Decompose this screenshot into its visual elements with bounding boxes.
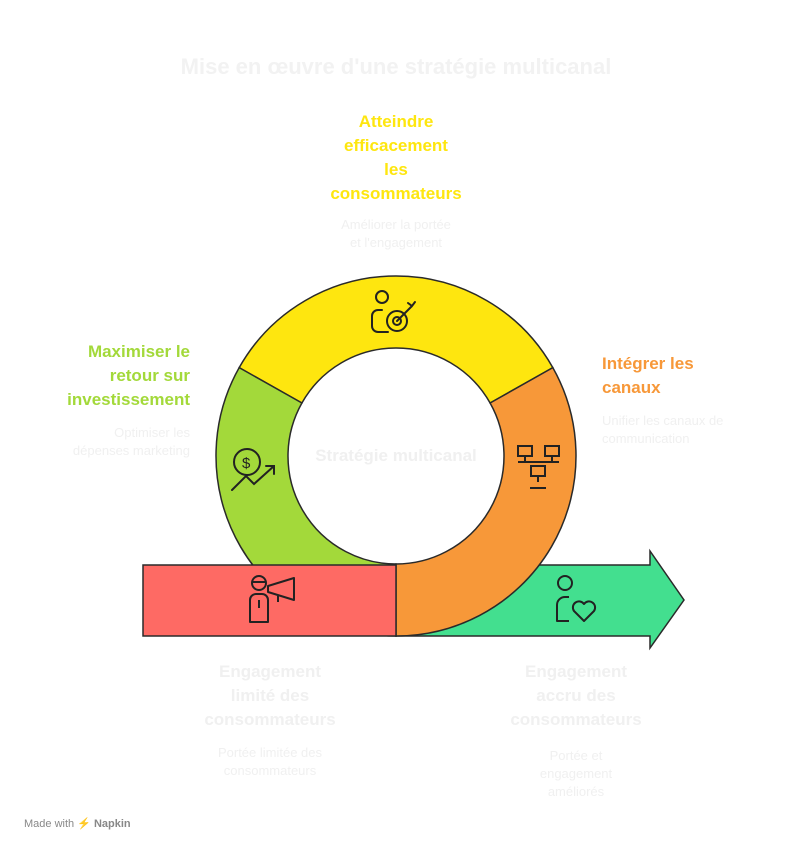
- made-with-text: Made with: [24, 818, 75, 830]
- desc-line: améliorés: [547, 784, 605, 799]
- desc-line: dépenses marketing: [72, 443, 190, 458]
- title-line: efficacement: [344, 136, 448, 155]
- person-heart-icon: [556, 575, 597, 622]
- title-line: Intégrer les: [602, 354, 694, 373]
- title-line: canaux: [602, 378, 661, 397]
- dollar-growth-icon: $: [231, 448, 275, 491]
- desc-line: Améliorer la portée: [341, 217, 451, 232]
- start-title: Engagement limité des consommateurs: [170, 660, 370, 732]
- title-line: Engagement: [218, 662, 322, 681]
- start-bar: [142, 564, 397, 637]
- footer: Made with ⚡ Napkin: [24, 817, 131, 830]
- title-line: Maximiser le: [87, 342, 190, 361]
- desc-line: communication: [602, 431, 690, 446]
- title-line: retour sur: [109, 366, 190, 385]
- segment-top-reach: [238, 275, 554, 405]
- desc-line: Unifier les canaux de: [602, 413, 724, 428]
- desc-line: et l'engagement: [349, 235, 443, 250]
- segment-right-title: Intégrer les canaux: [602, 352, 772, 400]
- title-line: les: [384, 160, 408, 179]
- segment-left-title: Maximiser le retour sur investissement: [30, 340, 190, 412]
- title-line: investissement: [67, 390, 190, 409]
- title-line: consommateurs: [510, 710, 642, 729]
- network-computers-icon: [517, 445, 560, 489]
- desc-line: Portée limitée des: [217, 745, 323, 760]
- person-megaphone-icon: [249, 575, 295, 623]
- center-label: Stratégie multicanal: [315, 446, 477, 465]
- segment-top-desc: Améliorer la portée et l'engagement: [296, 216, 496, 252]
- desc-line: Optimiser les: [114, 425, 190, 440]
- title-line: Engagement: [524, 662, 628, 681]
- diagram-title: Mise en œuvre d'une stratégie multicanal: [180, 54, 612, 79]
- napkin-logo-icon: ⚡: [77, 818, 91, 830]
- title-line: limité des: [230, 686, 310, 705]
- title-line: consommateurs: [330, 184, 462, 203]
- segment-top-title: Atteindre efficacement les consommateurs: [296, 110, 496, 206]
- end-title: Engagement accru des consommateurs: [476, 660, 676, 732]
- svg-text:$: $: [242, 455, 251, 472]
- title-line: accru des: [536, 686, 616, 705]
- start-desc: Portée limitée des consommateurs: [170, 744, 370, 780]
- segment-left-desc: Optimiser les dépenses marketing: [30, 424, 190, 460]
- title-line: Atteindre: [358, 112, 434, 131]
- desc-line: consommateurs: [223, 763, 317, 778]
- end-desc: Portée et engagement améliorés: [476, 747, 676, 801]
- title-line: consommateurs: [204, 710, 336, 729]
- desc-line: Portée et: [549, 748, 603, 763]
- segment-right-desc: Unifier les canaux de communication: [602, 412, 772, 448]
- person-target-icon: [371, 290, 416, 333]
- desc-line: engagement: [539, 766, 613, 781]
- brand-name: Napkin: [93, 818, 131, 830]
- segment-right-integrate: [395, 366, 577, 637]
